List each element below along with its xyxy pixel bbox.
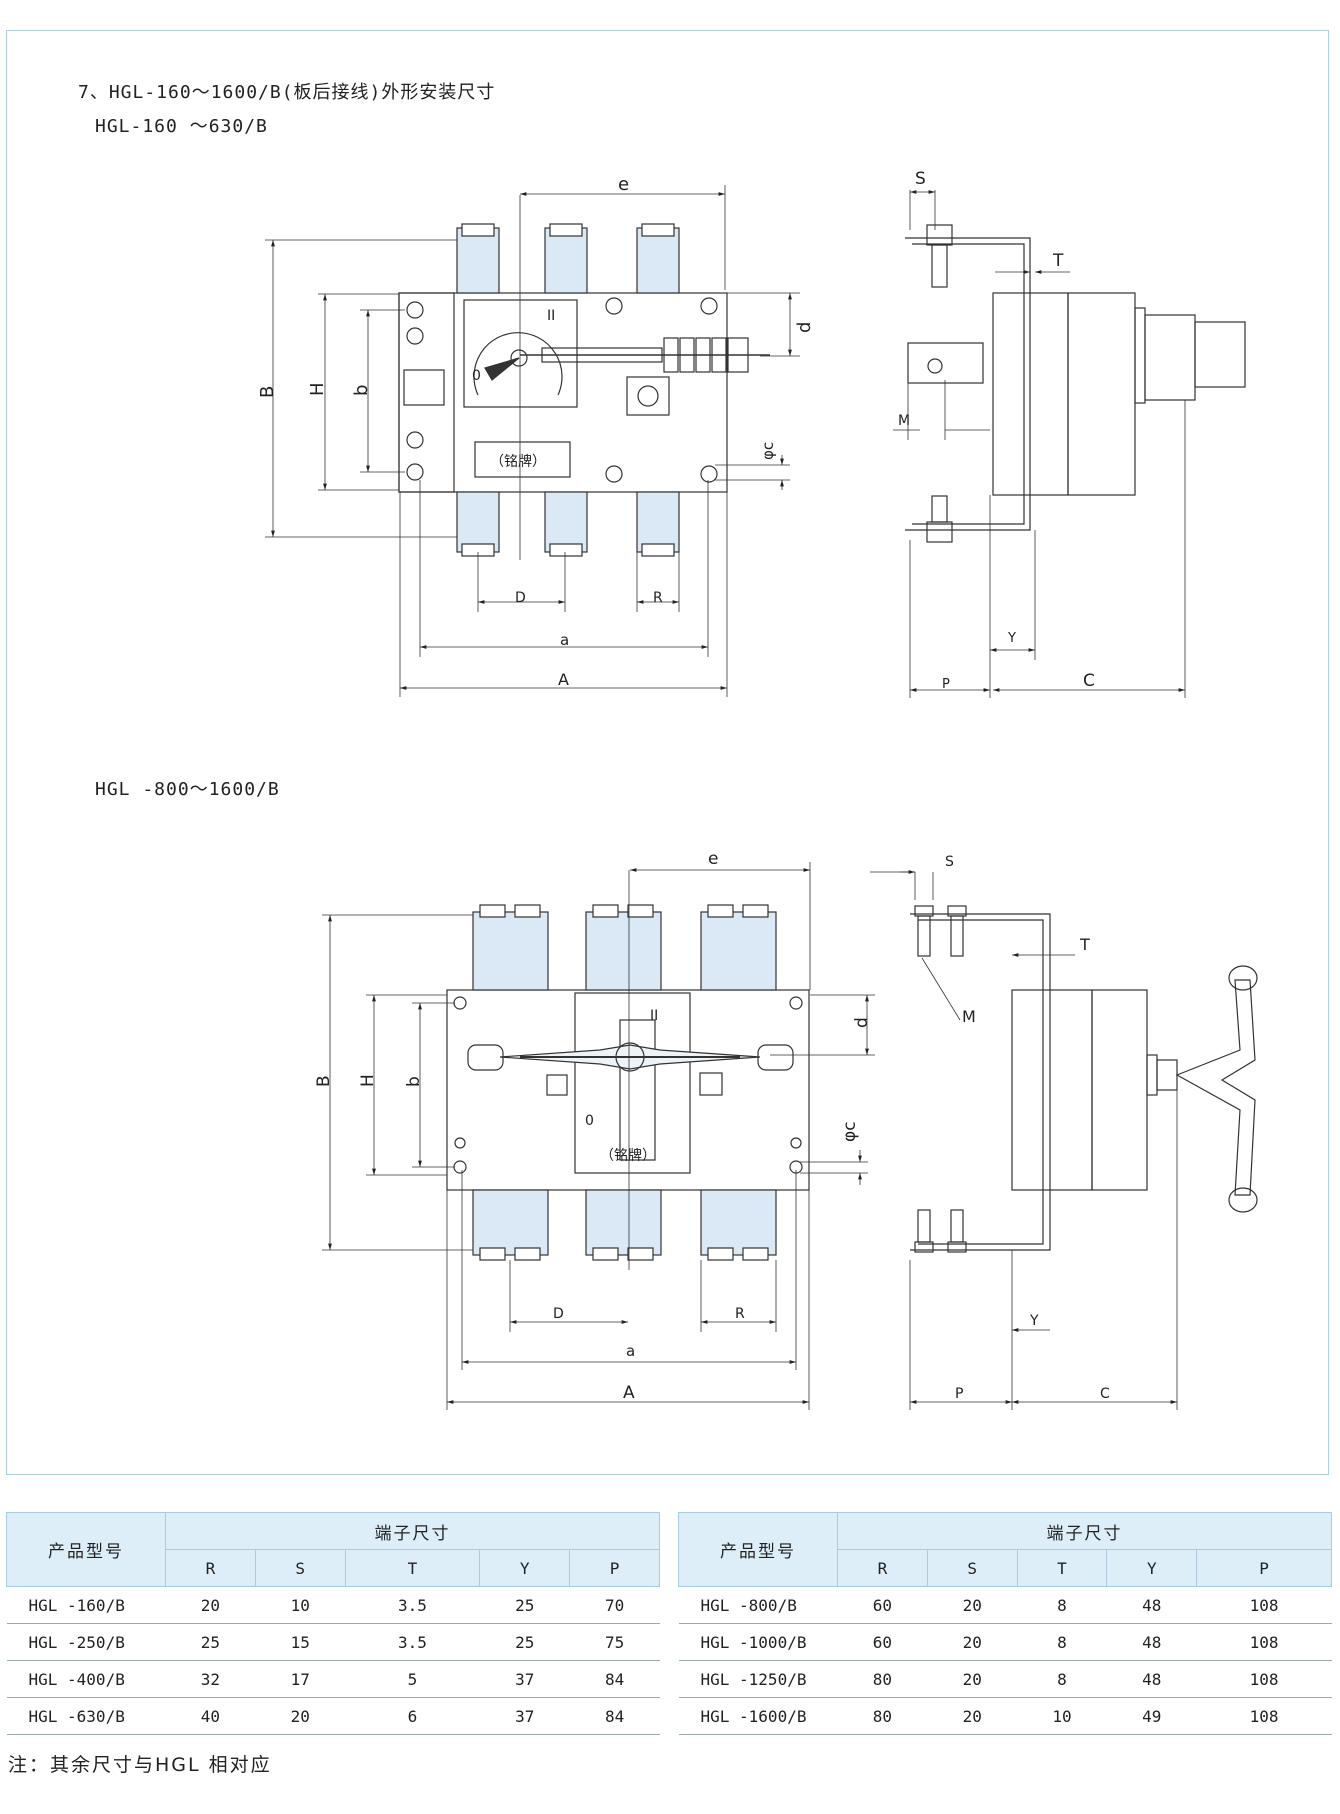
col-r: R xyxy=(837,1549,928,1587)
drawing-frame xyxy=(6,30,1329,1475)
dim-d-spacing-2: D xyxy=(553,1306,564,1322)
dim-t-1: T xyxy=(1052,251,1064,271)
dim-a-small-1: a xyxy=(560,631,569,649)
dim-s-2: S xyxy=(945,854,954,870)
dim-b-small-1: b xyxy=(351,385,372,396)
nameplate-label-2: （铭牌） xyxy=(600,1147,656,1164)
drawing2-side-labels: S T M Y P C xyxy=(945,854,1110,1402)
pos-ii-label-2: II xyxy=(650,1008,658,1024)
dim-r-2: R xyxy=(735,1306,745,1322)
drawing2-front-view xyxy=(446,870,810,1270)
drawing2-dimensions xyxy=(322,862,875,1410)
dim-m-2: M xyxy=(962,1007,976,1026)
drawing1-dimensions xyxy=(265,185,800,697)
dim-h-2: H xyxy=(358,1074,378,1087)
header-model: 产品型号 xyxy=(678,1512,838,1587)
col-s: S xyxy=(254,1549,346,1587)
dim-e-1: e xyxy=(618,174,629,195)
pos-ii-label: II xyxy=(547,308,555,324)
col-t: T xyxy=(1016,1549,1108,1587)
dim-c-1: C xyxy=(1083,671,1095,691)
col-t: T xyxy=(344,1549,481,1587)
dim-b-big-1: B xyxy=(257,386,278,398)
col-s: S xyxy=(926,1549,1018,1587)
dim-phic-1: φc xyxy=(759,442,777,460)
dim-d-1: d xyxy=(794,322,815,333)
subtitle-large-range: HGL -800～1600/B xyxy=(95,779,280,800)
drawing1-front-labels: II 0 （铭牌） xyxy=(472,308,555,470)
footnote: 注：其余尺寸与HGL 相对应 xyxy=(8,1754,272,1776)
drawing1-side-dimensions xyxy=(893,190,1186,698)
drawing2-dimension-labels: e B H b d φc D R a A xyxy=(314,849,872,1403)
dim-s-1: S xyxy=(915,169,926,189)
col-r: R xyxy=(165,1549,256,1587)
dim-p-2: P xyxy=(955,1386,963,1402)
dim-e-2: e xyxy=(708,849,718,869)
top-terminals-1 xyxy=(456,227,680,294)
dim-p-1: P xyxy=(942,677,950,692)
dim-m-1: M xyxy=(898,413,910,429)
dim-d-spacing-1: D xyxy=(515,590,526,606)
dim-a-big-1: A xyxy=(558,670,569,689)
header-terminal-size: 端子尺寸 xyxy=(837,1512,1332,1550)
dim-y-2: Y xyxy=(1029,1313,1039,1329)
dim-r-1: R xyxy=(653,590,663,606)
drawing2-side-dimensions xyxy=(870,870,1178,1410)
pos-0-label-2: 0 xyxy=(585,1113,594,1129)
dim-c-2: C xyxy=(1100,1386,1110,1402)
bottom-terminals-2 xyxy=(472,1189,777,1256)
dim-b-small-2: b xyxy=(404,1076,424,1087)
dim-t-2: T xyxy=(1079,935,1090,954)
col-p: P xyxy=(1196,1549,1332,1587)
col-y: Y xyxy=(1106,1549,1198,1587)
drawing2-side-view xyxy=(910,905,1258,1253)
dim-b-big-2: B xyxy=(314,1075,334,1087)
dim-a-small-2: a xyxy=(626,1342,635,1360)
dim-phic-2: φc xyxy=(840,1121,860,1142)
header-terminal-size: 端子尺寸 xyxy=(165,1512,660,1550)
col-y: Y xyxy=(479,1549,571,1587)
pos-0-label: 0 xyxy=(472,368,481,384)
dim-h-1: H xyxy=(307,382,328,396)
header-model: 产品型号 xyxy=(6,1512,166,1587)
top-terminals-2 xyxy=(472,911,777,991)
technical-drawings: II 0 （铭牌） e B H b d φc D R a A xyxy=(257,169,1258,1410)
drawing1-side-view xyxy=(905,224,1246,543)
section-title: 7、HGL-160～1600/B(板后接线)外形安装尺寸 xyxy=(78,82,496,103)
drawing1-front-view xyxy=(398,195,770,560)
dim-a-big-2: A xyxy=(623,1383,635,1403)
drawing1-dimension-labels: e B H b d φc D R a A xyxy=(257,174,815,689)
subtitle-small-range: HGL-160 ～630/B xyxy=(95,116,268,137)
col-p: P xyxy=(569,1549,660,1587)
drawing1-side-labels: S T M Y P C xyxy=(898,169,1095,692)
drawing2-front-labels: II 0 （铭牌） xyxy=(585,1008,658,1164)
dim-d-2: d xyxy=(852,1017,872,1028)
nameplate-label: （铭牌） xyxy=(490,453,546,470)
bottom-terminals-1 xyxy=(456,491,680,553)
dim-y-1: Y xyxy=(1007,631,1016,646)
